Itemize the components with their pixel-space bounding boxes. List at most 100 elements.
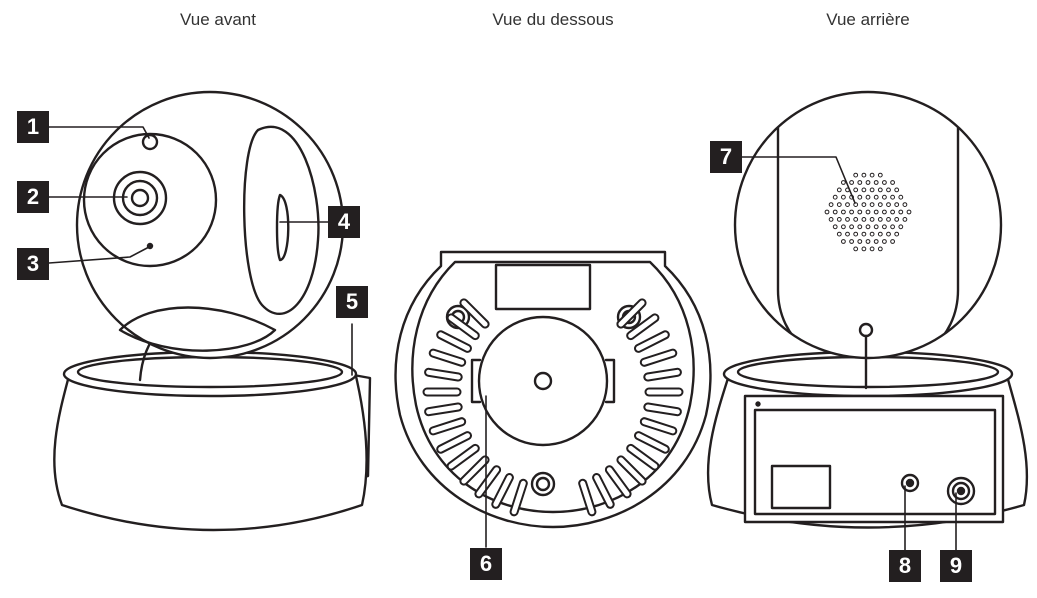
callout-4: 4 — [328, 206, 360, 238]
vent-slots — [422, 298, 684, 517]
callout-8: 8 — [889, 550, 921, 582]
grille-dot — [836, 231, 842, 237]
grille-dot — [828, 202, 834, 208]
grille-dot — [898, 194, 904, 200]
grille-dot — [890, 239, 895, 244]
vent-slot-inner — [636, 433, 668, 452]
grille-dot — [861, 202, 867, 208]
grille-dot — [886, 187, 891, 193]
grille-dot — [865, 180, 871, 185]
grille-dot — [869, 202, 875, 208]
grille-dot — [886, 231, 891, 237]
grille-dot — [865, 209, 871, 215]
grille-dot — [824, 209, 830, 215]
grille-dot — [882, 209, 887, 215]
vent-slot-inner — [448, 445, 478, 469]
grille-dot — [861, 217, 867, 222]
sd-slot — [275, 193, 290, 262]
grille-dot — [841, 239, 846, 244]
grille-dot — [849, 209, 854, 215]
grille-dot — [865, 224, 871, 230]
grille-dot — [882, 180, 887, 185]
grille-dot — [845, 231, 850, 237]
grille-dot — [832, 209, 838, 215]
grille-dot — [836, 187, 842, 193]
grille-dot — [877, 231, 883, 237]
grille-dot — [845, 217, 850, 222]
vent-slot-inner — [438, 433, 470, 452]
reset-button — [770, 464, 832, 510]
grille-dot — [849, 224, 854, 230]
vent-slot-inner — [628, 445, 658, 469]
grille-dot — [877, 217, 883, 222]
grille-dot — [865, 239, 871, 244]
bottom-view-title: Vue du dessous — [492, 10, 614, 29]
grille-dot — [853, 231, 859, 237]
front-view-title: Vue avant — [180, 10, 256, 29]
grille-dot — [894, 231, 900, 237]
callout-6: 6 — [470, 548, 502, 580]
grille-dot — [902, 217, 908, 222]
vent-slot-inner — [580, 480, 595, 515]
grille-dot — [849, 180, 854, 185]
grille-dot — [845, 202, 850, 208]
vent-slot-inner — [461, 457, 488, 484]
status-led — [755, 401, 761, 407]
callout-7: 7 — [710, 141, 742, 173]
grille-dot — [857, 194, 863, 200]
vent-slot-inner — [645, 404, 680, 415]
grille-dot — [873, 194, 879, 200]
grille-dot — [877, 246, 883, 252]
vent-slot-inner — [438, 332, 470, 351]
bottom-plate-inner — [411, 260, 695, 514]
grille-dot — [890, 180, 895, 185]
grille-dot — [869, 187, 875, 193]
grille-dot — [894, 217, 900, 222]
grille-dot — [886, 217, 891, 222]
grille-dot — [836, 202, 842, 208]
grille-dot — [861, 172, 867, 178]
vent-slot-inner — [430, 350, 465, 365]
grille-dot — [861, 231, 867, 237]
vent-slot-inner — [594, 475, 613, 507]
front-view-camera — [53, 90, 372, 532]
grille-dot — [877, 172, 883, 178]
grille-dot — [832, 224, 838, 230]
grille-dot — [849, 239, 854, 244]
grille-dot — [877, 187, 883, 193]
vent-slot-inner — [618, 457, 645, 484]
grille-dot — [853, 172, 859, 178]
grille-dot — [894, 187, 900, 193]
bottom-view-camera — [394, 250, 712, 529]
grille-dot — [886, 202, 891, 208]
grille-dot — [828, 217, 834, 222]
grille-dot — [890, 224, 895, 230]
reset-notch — [470, 358, 482, 404]
grille-dot — [857, 224, 863, 230]
callout-1: 1 — [17, 111, 49, 143]
grille-dot — [882, 224, 887, 230]
vent-slot-inner — [426, 369, 461, 380]
grille-dot — [898, 224, 904, 230]
power-jack-center — [956, 486, 966, 496]
vent-slot-inner — [461, 300, 488, 327]
neck-swoosh — [118, 306, 277, 352]
lens-center — [130, 188, 150, 208]
grille-dot — [836, 217, 842, 222]
grille-dot — [861, 246, 867, 252]
vent-slot-inner — [493, 475, 512, 507]
audio-jack-center — [905, 478, 915, 488]
vent-slot-inner — [448, 315, 478, 339]
grille-dot — [869, 246, 875, 252]
speaker-grille — [824, 172, 912, 252]
rear-view-title: Vue arrière — [826, 10, 910, 29]
grille-dot — [882, 239, 887, 244]
vent-slot-inner — [645, 369, 680, 380]
vent-slot-inner — [641, 350, 676, 365]
grille-dot — [841, 180, 846, 185]
grille-dot — [857, 209, 863, 215]
leader-1 — [48, 126, 150, 139]
front-base-ring-inner — [76, 355, 344, 389]
grille-dot — [869, 217, 875, 222]
